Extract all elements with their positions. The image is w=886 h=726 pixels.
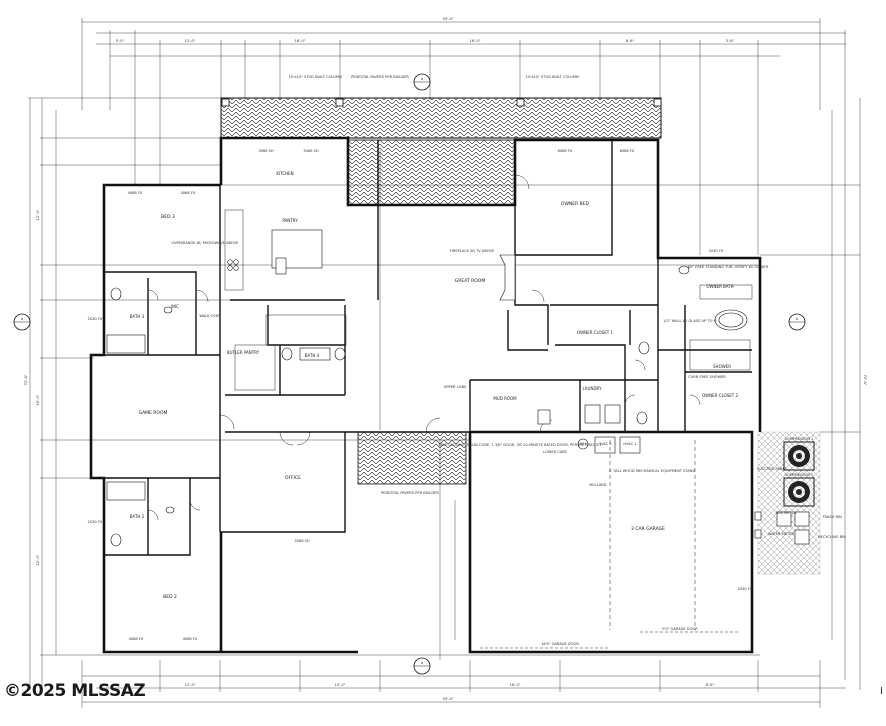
edge-mark: I (880, 686, 883, 697)
dim-seg-f: 3'-8" (726, 39, 735, 43)
window-tag-owner-bath: 2030 FX (709, 249, 724, 253)
fixtures (106, 209, 821, 649)
entry-pavers (357, 431, 467, 485)
dim-left-c: 12'-0" (36, 554, 40, 565)
note-fireplace: FIREPLACE W/ TV ABOVE (450, 249, 495, 253)
label-bed2: BED 2 (163, 594, 177, 600)
section-marker-top: A (421, 77, 424, 81)
label-mud-room: MUD ROOM (493, 396, 517, 401)
room-labels: BED 3 BATH 3 BATH 4 GAME ROOM BATH 2 BED… (130, 171, 739, 600)
note-garage-door-1: 16'0" GARAGE DOOR (541, 642, 579, 646)
note-curb-free: CURB FREE SHOWER (688, 375, 726, 379)
note-freestanding-tub: 60" FREE STANDING TUB, VERIFY W/ OWNER (688, 265, 769, 269)
label-game-room: GAME ROOM (139, 410, 168, 416)
dim-left-a: 12'-0" (36, 209, 40, 220)
patio-columns (221, 98, 662, 107)
window-tag-bed2-a: 4068 FX (129, 637, 144, 641)
section-markers: A A A A (13, 73, 806, 675)
note-stud-right: 10"x10" STUD BUILT COLUMN (525, 75, 579, 79)
dim-seg-b: 12'-0" (185, 39, 196, 43)
note-walk-over: WALK OVER (199, 314, 221, 318)
openings (147, 174, 701, 521)
note-lower-cabs: LOWER CABS (543, 450, 568, 454)
section-marker-bottom: A (421, 661, 424, 665)
label-laundry: LAUNDRY (582, 386, 602, 391)
dimension-labels: 93'-4" 93'-4" 72'-4" 72'-4" 5'-0" 12'-0"… (24, 17, 867, 701)
dim-seg-a: 5'-0" (116, 39, 125, 43)
note-trash: TRASH BIN (821, 515, 842, 519)
dim-bot-d: 8'-6" (706, 683, 715, 687)
note-mech: 4' TALL WOOD MECHANICAL EQUIPMENT STAND (609, 469, 696, 473)
note-oven: OVEN/RANGE W/ MICROWAVE ABOVE (172, 241, 240, 245)
note-hvac1: HVAC 1 (623, 442, 636, 446)
exterior-walls (89, 136, 762, 654)
window-tag-owner-a: 6068 FX (558, 149, 573, 153)
note-garage-door-2: 9'0" GARAGE DOOR (662, 627, 698, 631)
window-tag-bath3: 2030 FX (88, 317, 103, 321)
front-patio-pavers (220, 97, 662, 139)
label-owner-bath: OWNER BATH (706, 284, 733, 289)
note-elec-panel: ELECTRIC PANEL (757, 467, 787, 471)
label-owner-bed: OWNER BED (561, 201, 590, 207)
range-burners (227, 259, 239, 271)
window-tags: 4068 FX 4068 FX 3068 SH 3068 SH 6068 FX … (88, 149, 753, 641)
courtyard-pavers (347, 139, 516, 206)
label-office: OFFICE (285, 475, 301, 481)
window-tag-garage: 2030 FX (738, 587, 753, 591)
label-bath3: BATH 3 (130, 314, 145, 319)
window-tag-bed3-b: 4068 FX (181, 191, 196, 195)
window-tag-office: 3068 SH (294, 539, 310, 543)
plan-notes: PEDESTAL PAVERS PER BUILDER PEDESTAL PAV… (172, 75, 847, 646)
note-recycling: RECYCLING BIN (818, 535, 846, 539)
dim-bot-a: 12'-0" (185, 683, 196, 687)
label-owner-closet-2: OWNER CLOSET 2 (702, 393, 738, 398)
section-marker-left: A (21, 317, 24, 321)
dim-overall-right: 72'-4" (863, 375, 867, 386)
dim-overall-top: 93'-4" (443, 17, 454, 21)
dim-overall-left: 72'-4" (24, 374, 28, 385)
dim-bot-b: 10'-2" (335, 683, 346, 687)
label-wic: WIC (171, 304, 179, 309)
note-wall-half: 1/2" WALL W/ GLASS UP TO 6' (663, 319, 717, 323)
label-garage: 3 CAR GARAGE (631, 526, 665, 532)
note-self-closing: SELF-CLOSING, SOLID-CORE, 1 3/8" DOOR, O… (439, 443, 602, 447)
note-gas-meter: GAS METER (775, 511, 797, 515)
label-owner-closet-1: OWNER CLOSET 1 (577, 330, 613, 335)
label-bath4: BATH 4 (305, 353, 320, 358)
window-tag-kitchen-a: 3068 SH (258, 149, 274, 153)
label-pantry: PANTRY (282, 218, 298, 223)
dim-left-b: 16'-0" (36, 394, 40, 405)
label-butler: BUTLER PANTRY (227, 350, 260, 355)
note-compressor-2: COMPRESSOR 2 (785, 473, 814, 477)
note-stud-left: 10"x10" STUD BUILT COLUMN (288, 75, 342, 79)
dim-seg-e: 8'-6" (626, 39, 635, 43)
note-pedestal-top: PEDESTAL PAVERS PER BUILDER (351, 75, 409, 79)
window-tag-owner-b: 6068 FX (620, 149, 635, 153)
dim-seg-c: 16'-0" (295, 39, 306, 43)
window-tag-bed2-b: 4068 FX (183, 637, 198, 641)
top-dim-ticks (109, 30, 846, 680)
dim-seg-d: 16'-0" (470, 39, 481, 43)
dim-overall-bottom: 93'-4" (443, 697, 454, 701)
label-bath2: BATH 2 (130, 514, 145, 519)
note-compressor-1: COMPRESSOR 1 (785, 437, 814, 441)
note-pedestal-bottom: PEDESTAL PAVERS PER BUILDER (381, 491, 439, 495)
mls-watermark: ©2025 MLSSAZ (4, 681, 146, 701)
section-marker-right: A (796, 317, 799, 321)
label-shower: SHOWER (713, 364, 731, 369)
note-wh: WH (580, 442, 587, 446)
note-upper-cabs: UPPER CABS (444, 385, 467, 389)
dim-bot-c: 16'-0" (510, 683, 521, 687)
window-tag-kitchen-b: 3068 SH (303, 149, 319, 153)
note-bollard: BOLLARD (589, 483, 606, 487)
label-great-room: GREAT ROOM (455, 278, 486, 284)
note-hvac2: HVAC 2 (598, 442, 611, 446)
label-bed3: BED 3 (161, 214, 175, 220)
note-water-meter: WATER METER (768, 532, 794, 536)
window-tag-bed3-a: 4068 FX (128, 191, 143, 195)
window-tag-bath2: 2030 FX (88, 520, 103, 524)
label-kitchen: KITCHEN (276, 171, 293, 176)
